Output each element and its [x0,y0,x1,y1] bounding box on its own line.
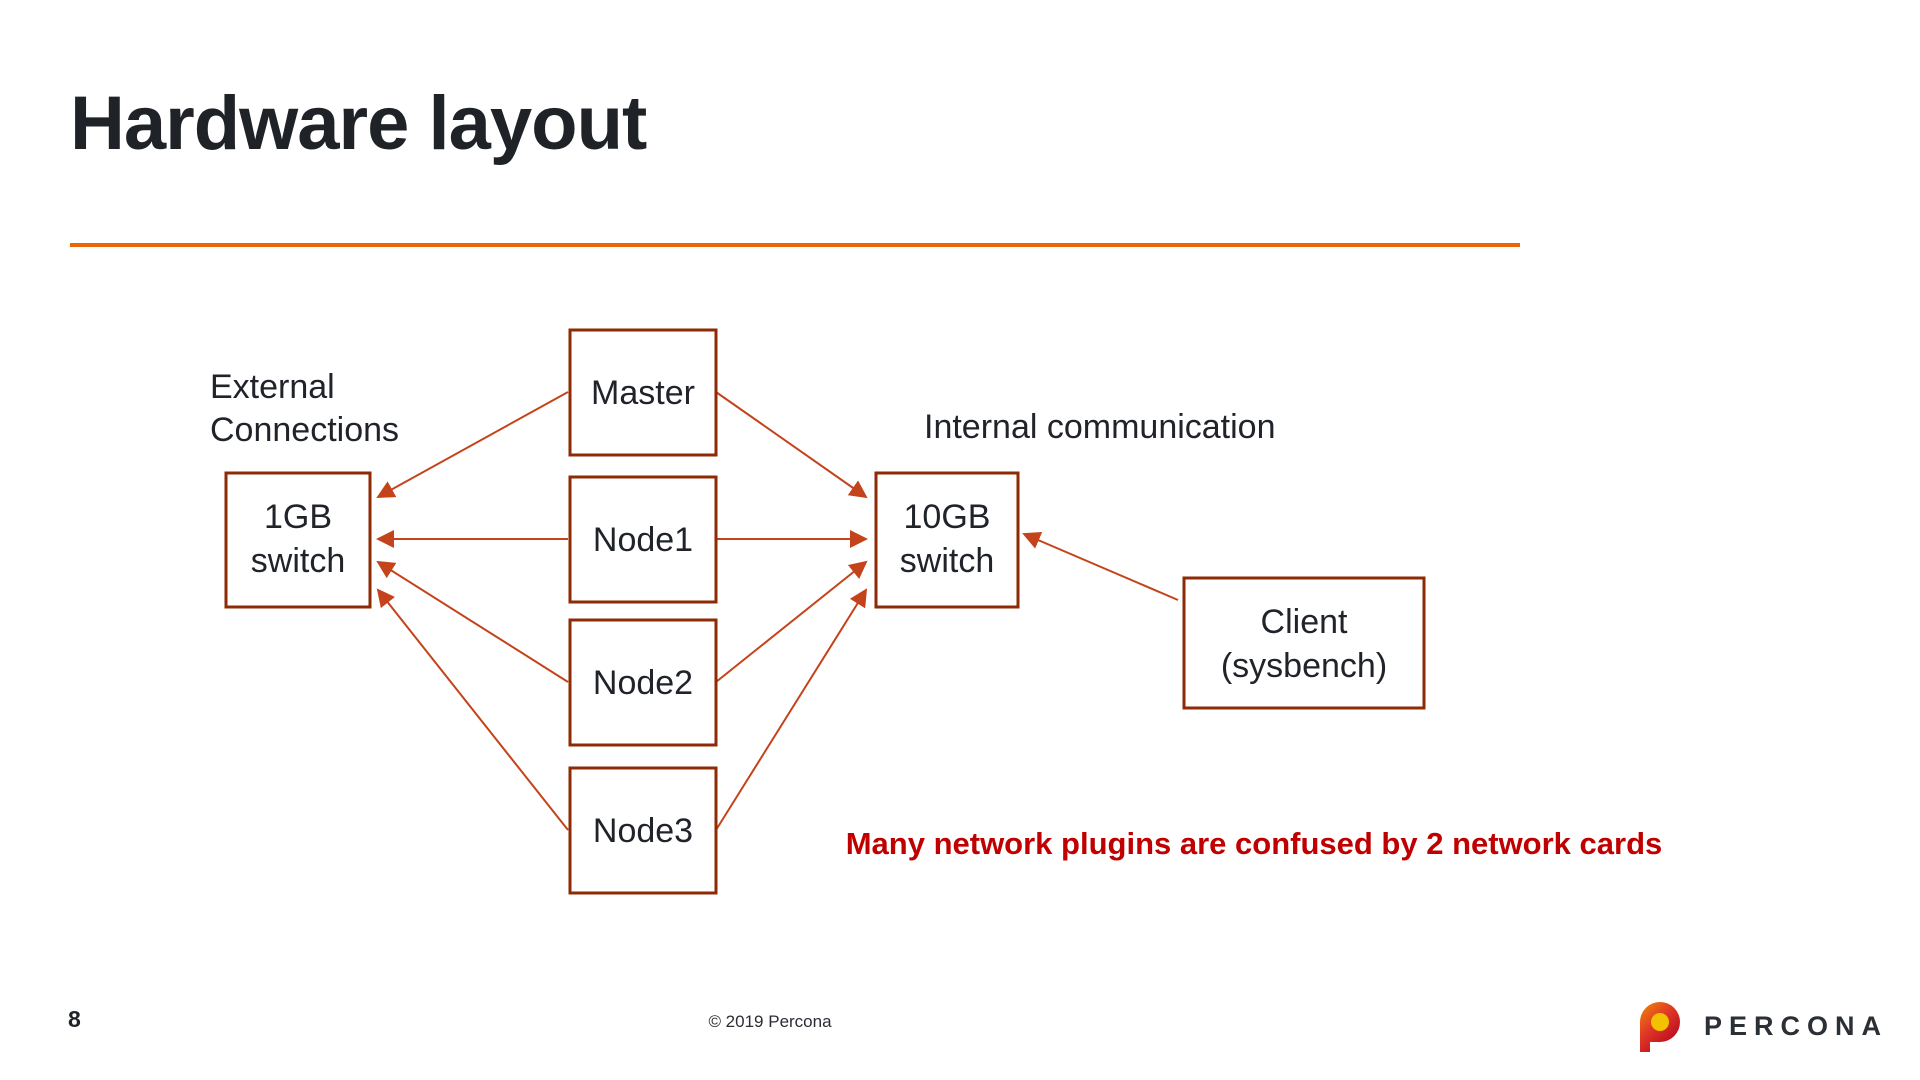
title-divider [70,243,1520,247]
box-switch-10gb-rect[interactable] [874,471,1020,609]
connector-node3-to-1gb [376,588,569,831]
external-connections-label-line1: External [210,368,335,406]
connector-node3-to-10gb [715,588,868,831]
box-node3[interactable]: Node3 [568,766,718,895]
network-warning-text: Many network plugins are confused by 2 n… [846,826,1663,861]
connector-group-external [376,391,569,831]
connector-group-internal [715,391,1179,831]
box-switch-1gb-label-line2: switch [251,542,345,580]
page-number: 8 [68,1006,81,1032]
box-switch-10gb-label-line2: switch [900,542,994,580]
box-node3-rect[interactable] [568,766,718,895]
box-client-rect[interactable] [1182,576,1426,710]
copyright-notice: © 2019 Percona [708,1012,832,1031]
box-switch-1gb[interactable]: 1GB switch [224,471,372,609]
connector-node2-to-10gb [715,560,868,683]
box-client-label-line1: Client [1261,603,1348,641]
internal-communication-label: Internal communication [924,408,1276,446]
box-node1[interactable]: Node1 [568,475,718,604]
external-connections-label-line2: Connections [210,411,399,449]
box-node1-rect[interactable] [568,475,718,604]
box-master-rect[interactable] [568,328,718,457]
connector-client-to-10gb [1022,532,1179,601]
percona-wordmark: PERCONA [1704,1010,1889,1041]
page-title: Hardware layout [70,81,647,166]
connector-node2-to-1gb [376,560,569,683]
box-switch-10gb[interactable]: 10GB switch [874,471,1020,609]
box-node2-rect[interactable] [568,618,718,747]
connector-master-to-1gb [376,391,569,498]
box-switch-1gb-label-line1: 1GB [264,498,332,536]
box-client-label-line2: (sysbench) [1221,647,1387,685]
box-node1-label: Node1 [593,521,693,559]
box-node3-label: Node3 [593,812,693,850]
box-master[interactable]: Master [568,328,718,457]
percona-logo: PERCONA [1636,1000,1888,1052]
percona-p-mark-icon [1636,1000,1688,1052]
box-node2-label: Node2 [593,664,693,702]
box-node2[interactable]: Node2 [568,618,718,747]
box-client[interactable]: Client (sysbench) [1182,576,1426,710]
box-master-label: Master [591,374,695,412]
box-switch-1gb-rect[interactable] [224,471,372,609]
connector-master-to-10gb [715,391,868,499]
box-switch-10gb-label-line1: 10GB [904,498,991,536]
